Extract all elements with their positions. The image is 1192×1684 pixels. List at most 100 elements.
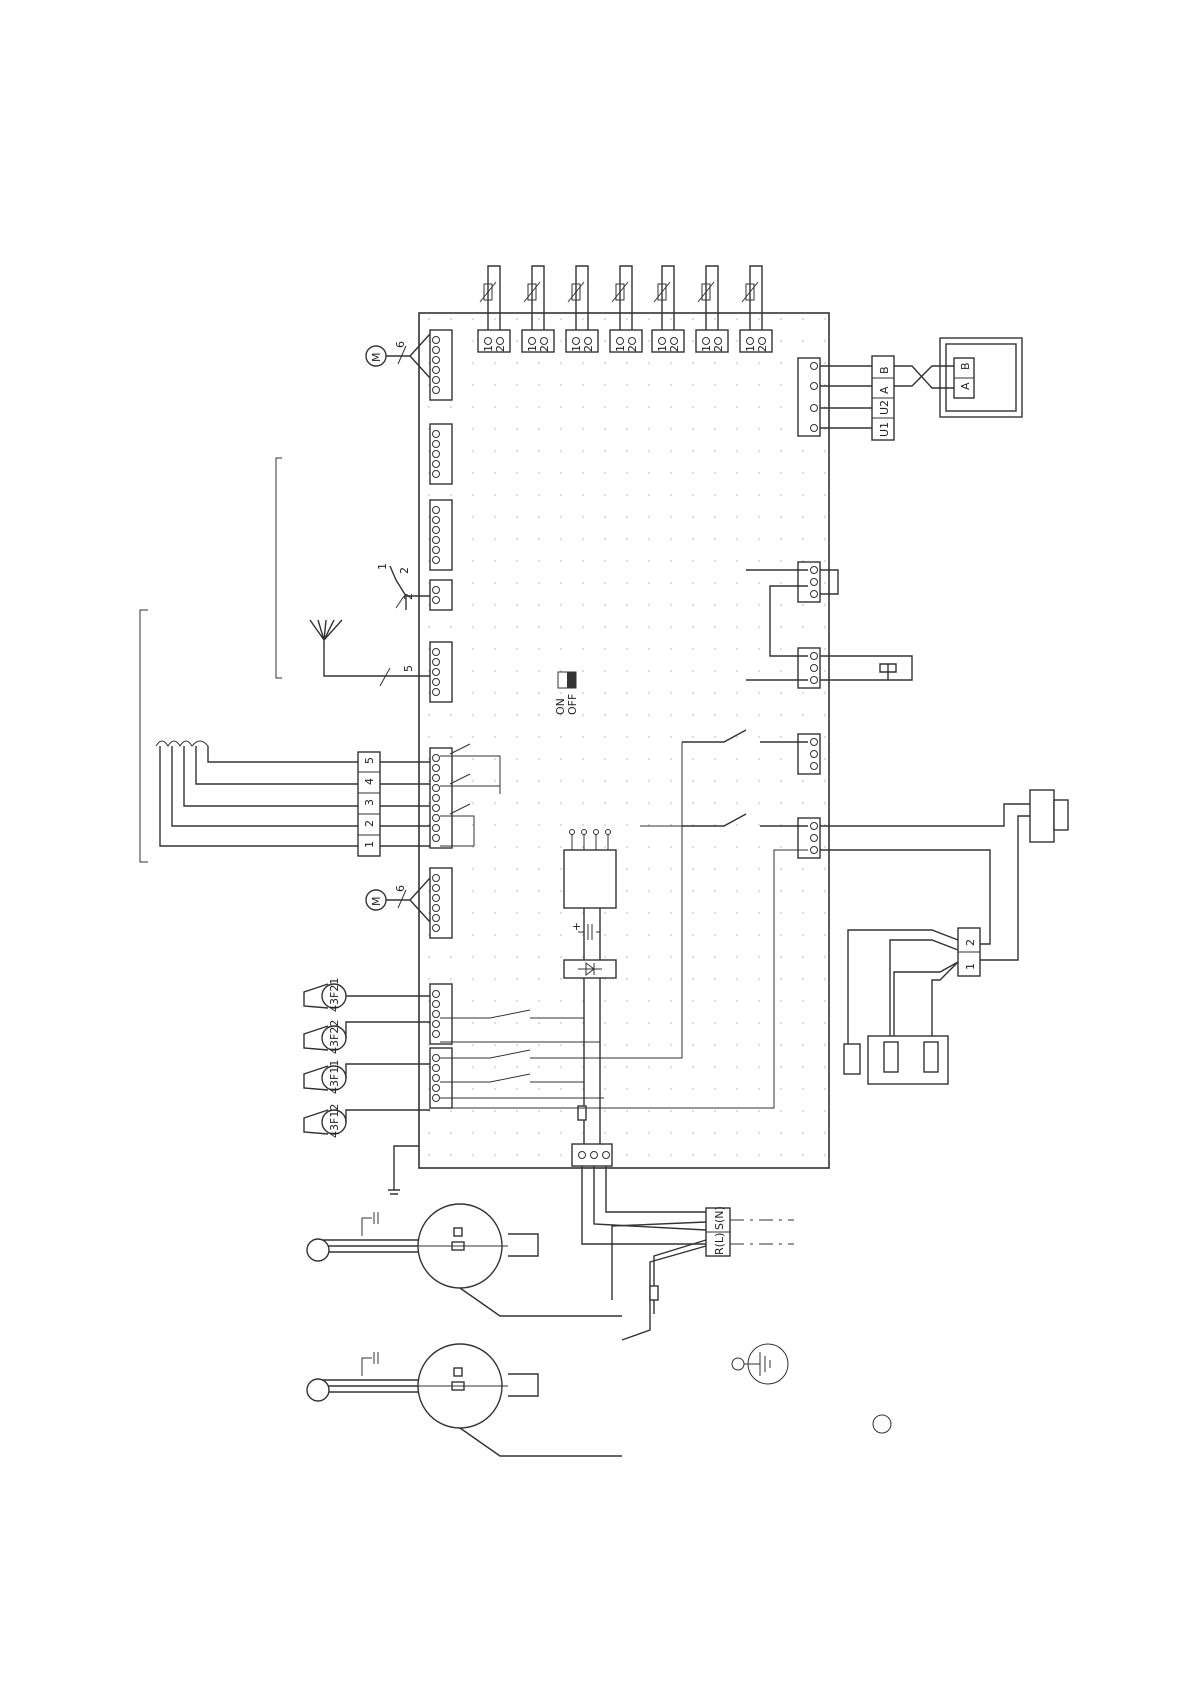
motor-icon: M: [366, 890, 386, 910]
sensor-wire-count: 5: [402, 665, 415, 672]
pressure-switch: 43F21: [304, 978, 346, 1012]
heater-pin-2: 2: [964, 939, 977, 946]
solenoid-valve: [980, 790, 1068, 960]
connector-5pin: [430, 424, 452, 484]
compressor-terminal: [454, 1368, 462, 1376]
bracket-outline: [276, 458, 282, 678]
thermistor-pin-2: 2: [626, 345, 639, 352]
connector-6pin-a: [430, 500, 452, 570]
mains-r-label: R(L): [713, 1233, 726, 1255]
two-wire-pin-2: 2: [398, 567, 411, 574]
relay-terminal-2: 2: [363, 820, 376, 827]
relay-terminal-5: 5: [363, 757, 376, 764]
ground-icon: [732, 1344, 788, 1384]
bracket-outline: [156, 741, 208, 746]
pressure-switch-label: 43F21: [328, 978, 341, 1012]
connector-6pin-a-housing: [430, 500, 452, 570]
relay-wire: [184, 746, 432, 806]
connector-sensor: [430, 642, 452, 702]
thermistor-pin-2: 2: [712, 345, 725, 352]
motor-label: M: [370, 353, 383, 363]
pressure-switch: 43F22: [304, 1020, 346, 1054]
connector-relay-9pin: [430, 748, 452, 848]
thermistor-sensor: 12: [522, 266, 554, 352]
relay-terminal-1: 1: [363, 841, 376, 848]
relay-terminal-block: 1 2 3 4 5: [160, 746, 432, 856]
pressure-switch-label: 43F12: [328, 1104, 341, 1138]
thermistor-pin-2: 2: [582, 345, 595, 352]
compressor-plug: [307, 1379, 329, 1401]
remote-controller: A B: [940, 338, 1022, 417]
compressor-lead: [320, 1240, 418, 1252]
pressure-switch-label: 43F22: [328, 1020, 341, 1054]
mains-s-label: S(N): [713, 1206, 726, 1230]
two-wire-pin-1: 1: [376, 563, 389, 570]
relay-terminal-4: 4: [363, 778, 376, 785]
capacitor-icon: [362, 1212, 378, 1236]
sensor-lead: 5: [310, 620, 432, 686]
motor-icon: M: [366, 346, 386, 366]
pressure-switch-label: 43F11: [328, 1060, 341, 1094]
transmission-terminal: B A U2 U1: [820, 356, 954, 440]
remote-b-label: B: [959, 362, 972, 370]
connector-5pin-housing: [430, 424, 452, 484]
relay-wire: [172, 746, 432, 826]
capacitor-icon: [362, 1352, 378, 1376]
connector-pressure-1: [430, 984, 452, 1044]
compressor-1: [307, 1204, 622, 1316]
motor-wire-count: 6: [394, 885, 407, 892]
diode-bridge-icon: [564, 960, 616, 978]
compressor-icon: [418, 1204, 508, 1288]
svg-text:+: +: [572, 920, 581, 933]
thermistor-pin-2: 2: [668, 345, 681, 352]
thermistor-sensor: 12: [610, 266, 642, 352]
bracket-outline: [140, 610, 148, 862]
ground-icon: [388, 1146, 419, 1194]
connector-fan-motor-1: [430, 330, 452, 400]
term-u2-label: U2: [878, 400, 891, 415]
compressor-lead: [320, 1380, 418, 1392]
relay-wire: [160, 746, 432, 846]
control-board: [419, 313, 829, 1168]
remote-a-label: A: [959, 382, 972, 390]
relay-wire: [208, 746, 432, 762]
connector-fan-motor-2-housing: [430, 868, 452, 938]
motor-label: M: [370, 897, 383, 907]
connector-pressure-2-housing: [430, 1048, 452, 1108]
thermistor-pin-2: 2: [494, 345, 507, 352]
compressor-terminal: [454, 1228, 462, 1236]
pressure-switch-wiring: [346, 996, 430, 1122]
connector-fan-motor-1-housing: [430, 330, 452, 400]
connector-2pin-housing: [430, 580, 452, 610]
two-wire-count: 2: [402, 593, 415, 600]
connector-pressure-2: [430, 1048, 452, 1108]
heater-pin-1: 1: [964, 963, 977, 970]
connector-fan-motor-2: [430, 868, 452, 938]
connector-pressure-1-housing: [430, 984, 452, 1044]
heater-terminal: 2 1: [844, 928, 980, 1084]
term-b-label: B: [878, 366, 891, 374]
term-u1-label: U1: [878, 422, 891, 437]
compressor-2: [307, 1344, 622, 1456]
thermistor-pin-2: 2: [756, 345, 769, 352]
connector-2pin: [430, 580, 452, 610]
dip-off-label: OFF: [566, 694, 579, 715]
thermistor-pin-2: 2: [538, 345, 551, 352]
relay-terminal-3: 3: [363, 799, 376, 806]
motor-wire-count: 6: [394, 341, 407, 348]
pressure-switch: 43F11: [304, 1060, 346, 1094]
connector-relay-9pin-housing: [430, 748, 452, 848]
relay-wire: [196, 746, 432, 784]
compressor-icon: [418, 1344, 508, 1428]
compressor-plug: [307, 1239, 329, 1261]
term-a-label: A: [878, 386, 891, 394]
pressure-switch: 43F12: [304, 1104, 346, 1138]
ground-icon: [873, 1415, 891, 1433]
thermistor-sensor: 12: [696, 266, 728, 352]
connector-transmission: [798, 358, 820, 436]
